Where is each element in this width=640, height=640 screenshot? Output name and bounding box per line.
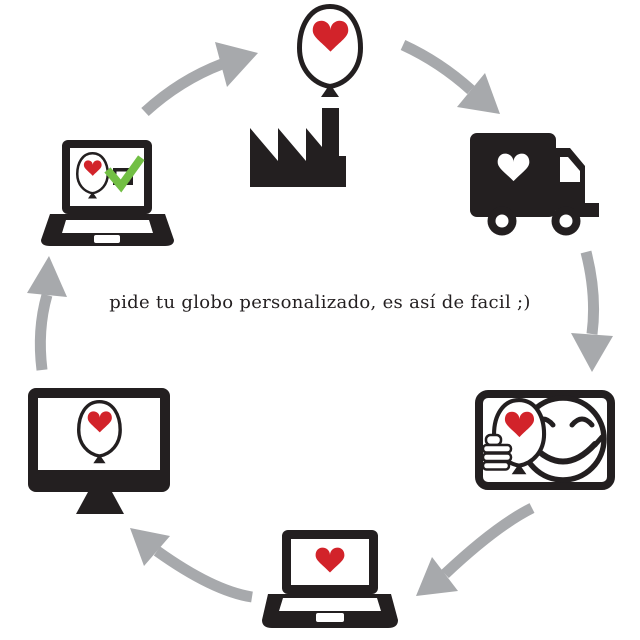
laptop-balloon-checkmark-icon <box>41 140 174 246</box>
cycle-arrow-bottom-right <box>416 503 535 596</box>
monitor-balloon-icon <box>28 388 170 514</box>
cycle-arrow-left <box>27 256 67 371</box>
laptop-keyboard <box>279 598 381 611</box>
cycle-arrow-right <box>571 250 613 372</box>
balloon-heart-icon <box>300 7 361 98</box>
balloon-heart-factory-icon <box>250 7 361 187</box>
cycle-arrow-top-right <box>400 40 500 114</box>
hand-holding-balloon-icon <box>481 433 513 471</box>
laptop-heart-icon <box>262 530 398 628</box>
diagram-caption: pide tu globo personalizado, es así de f… <box>109 292 531 313</box>
happy-customer-balloon-card-icon <box>475 390 615 490</box>
delivery-truck-heart-icon <box>470 133 599 236</box>
monitor-stand <box>76 492 124 514</box>
factory-icon <box>250 108 346 187</box>
laptop-touchpad <box>94 235 120 243</box>
laptop-touchpad <box>316 613 344 622</box>
green-checkmark-icon <box>104 155 145 193</box>
cycle-arrow-bottom-left <box>130 528 253 603</box>
laptop-keyboard <box>62 220 153 233</box>
truck-window <box>560 157 580 182</box>
cycle-arrow-top-left <box>141 42 258 117</box>
